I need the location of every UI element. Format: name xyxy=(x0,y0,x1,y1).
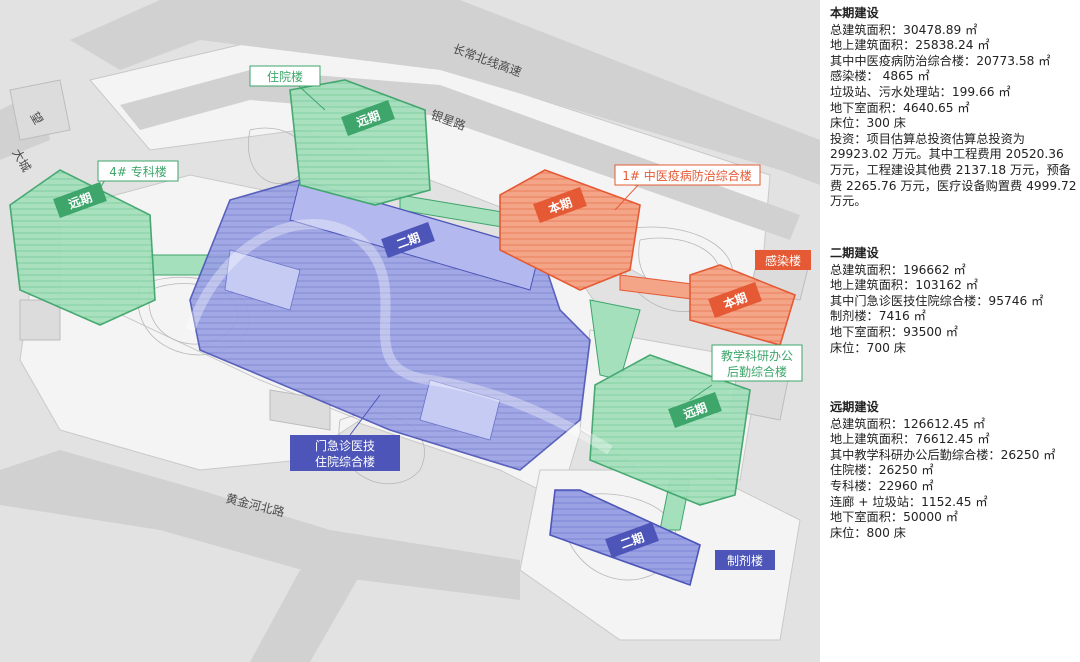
section-future-line: 连廊 + 垃圾站：1152.45 ㎡ xyxy=(830,494,988,509)
expressway-road xyxy=(70,0,820,185)
zhuanke-building xyxy=(9,169,156,326)
section-future-title: 远期建设 xyxy=(830,400,879,414)
svg-text:后勤综合楼: 后勤综合楼 xyxy=(727,364,787,379)
section-phase2-line: 其中门急诊医技住院综合楼：95746 ㎡ xyxy=(830,293,1044,308)
section-phase2-line: 制剂楼：7416 ㎡ xyxy=(830,309,926,324)
huangjinhe-road xyxy=(0,450,520,600)
label-ganran: 感染楼 xyxy=(755,250,811,270)
section-future-line: 住院楼：26250 ㎡ xyxy=(830,463,934,478)
badge-zhuyuan: 远期 xyxy=(341,100,395,136)
label-zhiji: 制剂楼 xyxy=(715,550,775,570)
section-future-line: 专科楼：22960 ㎡ xyxy=(830,478,934,493)
section-current-line: 垃圾站、污水处理站：199.66 ㎡ xyxy=(830,84,1011,99)
section-current-investment: 投资：项目估算总投资估算总投资为 29923.02 万元。其中工程费用 2052… xyxy=(830,131,1077,209)
section-future-line: 地上建筑面积：76612.45 ㎡ xyxy=(830,432,990,447)
section-future: 远期建设 总建筑面积：126612.45 ㎡ 地上建筑面积：76612.45 ㎡… xyxy=(830,400,1078,541)
svg-text:住院楼: 住院楼 xyxy=(267,69,303,84)
section-phase2-title: 二期建设 xyxy=(830,246,879,260)
section-current-line: 其中中医疫病防治综合楼：20773.58 ㎡ xyxy=(830,53,1051,68)
label-jiaoxue: 教学科研办公 后勤综合楼 xyxy=(689,344,803,401)
badge-zhongyi: 本期 xyxy=(533,187,587,223)
svg-text:制剂楼: 制剂楼 xyxy=(727,553,763,568)
section-current-line: 地上建筑面积：25838.24 ㎡ xyxy=(830,38,990,53)
section-current-line: 感染楼： 4865 ㎡ xyxy=(830,69,930,84)
svg-text:住院综合楼: 住院综合楼 xyxy=(315,454,375,469)
section-future-line: 其中教学科研办公后勤综合楼：26250 ㎡ xyxy=(830,447,1056,462)
zhuyuan-building xyxy=(289,79,431,206)
info-panel: 本期建设 总建筑面积：30478.89 ㎡ 地上建筑面积：25838.24 ㎡ … xyxy=(820,0,1080,662)
zhongyi-building xyxy=(499,169,641,291)
svg-text:1# 中医疫病防治综合楼: 1# 中医疫病防治综合楼 xyxy=(622,168,752,183)
cross-road xyxy=(250,570,360,662)
badge-jiaoxue: 远期 xyxy=(668,392,722,428)
section-current-line: 床位：300 床 xyxy=(830,116,906,131)
svg-text:感染楼: 感染楼 xyxy=(765,253,801,268)
section-current-line: 总建筑面积：30478.89 ㎡ xyxy=(830,22,978,37)
svg-text:教学科研办公: 教学科研办公 xyxy=(721,348,793,363)
badge-ganran: 本期 xyxy=(708,282,762,318)
section-current-title: 本期建设 xyxy=(830,6,879,20)
section-future-line: 地下室面积：50000 ㎡ xyxy=(830,510,958,525)
jiaoxue-building xyxy=(589,354,751,506)
section-current: 本期建设 总建筑面积：30478.89 ㎡ 地上建筑面积：25838.24 ㎡ … xyxy=(830,6,1078,210)
section-phase2-line: 地下室面积：93500 ㎡ xyxy=(830,324,958,339)
svg-text:门急诊医技: 门急诊医技 xyxy=(315,438,375,453)
label-zhuyuan: 住院楼 xyxy=(249,65,326,111)
label-menji: 门急诊医技 住院综合楼 xyxy=(290,394,400,471)
yinxing-road xyxy=(120,70,800,240)
phase-swoosh xyxy=(185,219,613,455)
section-future-line: 床位：800 床 xyxy=(830,525,906,540)
section-phase2-line: 地上建筑面积：103162 ㎡ xyxy=(830,278,978,293)
section-phase2: 二期建设 总建筑面积：196662 ㎡ 地上建筑面积：103162 ㎡ 其中门急… xyxy=(830,246,1078,356)
section-phase2-line: 床位：700 床 xyxy=(830,340,906,355)
svg-text:4# 专科楼: 4# 专科楼 xyxy=(109,164,167,179)
badge-menji: 二期 xyxy=(381,222,435,258)
section-future-line: 总建筑面积：126612.45 ㎡ xyxy=(830,416,986,431)
label-zhongyi: 1# 中医疫病防治综合楼 xyxy=(614,164,761,211)
site-plan-map: 长常北线高速 银星路 黄金河北路 大城 望 住院楼 4# 专科楼 1# 中医疫病… xyxy=(0,0,820,662)
label-zhuanke: 4# 专科楼 xyxy=(89,160,179,206)
section-phase2-line: 总建筑面积：196662 ㎡ xyxy=(830,262,966,277)
badge-zhiji: 二期 xyxy=(605,522,659,558)
section-current-line: 地下室面积：4640.65 ㎡ xyxy=(830,100,970,115)
badge-zhuanke: 远期 xyxy=(53,182,107,218)
